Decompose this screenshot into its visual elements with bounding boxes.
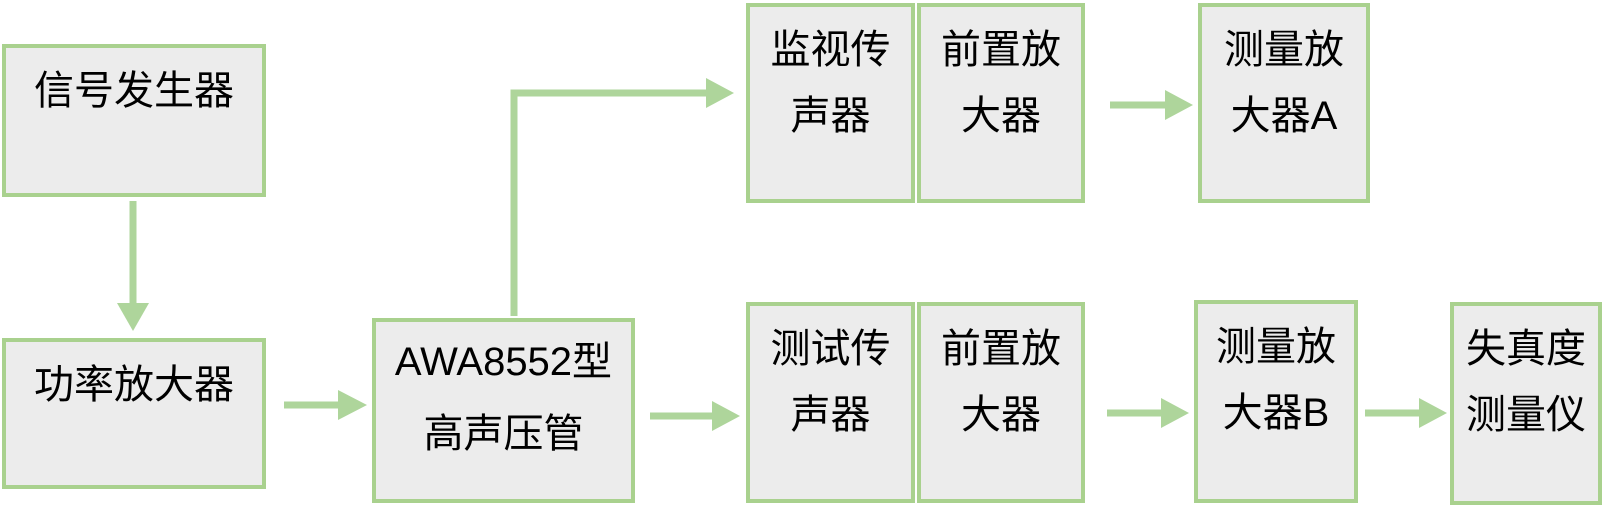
- arrow-signal-to-power: [117, 201, 149, 331]
- arrow-preamp-top-to-amp-a: [1110, 90, 1193, 120]
- arrow-awa-to-test-mic: [650, 401, 740, 431]
- node-distortion-meter: 失真度 测量仪: [1450, 302, 1602, 505]
- node-preamplifier-bottom: 前置放 大器: [917, 302, 1085, 503]
- arrow-amp-b-to-distortion: [1365, 398, 1447, 428]
- node-test-microphone: 测试传 声器: [746, 302, 915, 503]
- arrow-power-to-awa: [284, 390, 367, 420]
- arrow-awa-to-monitor-mic: [510, 78, 734, 316]
- node-monitor-microphone: 监视传 声器: [746, 3, 915, 203]
- arrow-preamp-bottom-to-amp-b: [1107, 398, 1189, 428]
- node-measuring-amplifier-b: 测量放 大器B: [1194, 300, 1358, 503]
- node-awa8552-high-sound-pressure-tube: AWA8552型 高声压管: [372, 318, 635, 503]
- node-signal-generator: 信号发生器: [2, 44, 266, 197]
- node-preamplifier-top: 前置放 大器: [917, 3, 1085, 203]
- node-power-amplifier: 功率放大器: [2, 338, 266, 489]
- node-measuring-amplifier-a: 测量放 大器A: [1198, 3, 1370, 203]
